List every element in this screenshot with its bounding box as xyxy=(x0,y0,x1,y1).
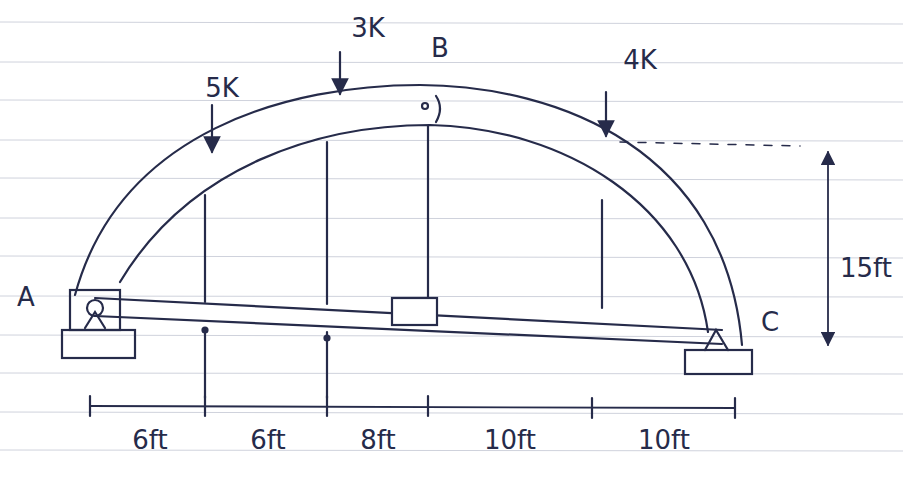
tie-coupler xyxy=(392,298,437,325)
dimension-tick xyxy=(89,396,91,416)
support-base xyxy=(685,350,752,374)
dot xyxy=(325,336,330,341)
ruled-lines xyxy=(0,22,903,451)
dot xyxy=(203,328,208,333)
tie-rod xyxy=(95,298,722,330)
structure xyxy=(62,52,828,418)
dimension-label: 15ft xyxy=(840,255,892,281)
load-label: 3K xyxy=(351,15,385,41)
height-dimension xyxy=(827,152,829,345)
pin-symbol xyxy=(85,312,105,328)
ruled-line xyxy=(0,218,903,219)
ruled-line xyxy=(0,373,903,374)
ruled-line xyxy=(0,296,903,297)
dimension-label: 6ft xyxy=(250,427,285,453)
support-block xyxy=(70,290,120,330)
support-label: C xyxy=(761,309,779,335)
load-arrow xyxy=(211,105,213,152)
dimension-line xyxy=(90,406,735,408)
hanger xyxy=(326,142,328,304)
hanger xyxy=(601,200,603,308)
dimension-tick xyxy=(427,396,429,416)
dimension-label: 6ft xyxy=(132,427,167,453)
arch-inner-edge xyxy=(120,125,708,332)
ruled-line xyxy=(0,178,903,180)
load-arrow xyxy=(339,52,341,94)
dimension-label: 10ft xyxy=(484,427,536,453)
support-label: A xyxy=(17,284,35,310)
extension-line xyxy=(204,330,206,398)
load-label: 5K xyxy=(205,75,239,101)
hinge-pin xyxy=(422,103,428,109)
ruled-line xyxy=(0,22,903,24)
hanger xyxy=(204,195,206,302)
hinge-label: B xyxy=(431,35,449,61)
dimension-tick xyxy=(591,398,593,418)
arch-outer-edge xyxy=(75,85,742,345)
support-base xyxy=(62,330,135,358)
dimension-label: 10ft xyxy=(638,427,690,453)
load-arrow xyxy=(605,92,607,136)
load-label: 4K xyxy=(623,47,657,73)
pin-support xyxy=(705,330,728,350)
ruled-line xyxy=(0,140,903,141)
dimension-tick xyxy=(734,398,736,418)
dimension-tick xyxy=(326,396,328,416)
hinge-mark xyxy=(436,96,440,122)
ruled-line xyxy=(0,412,903,414)
hanger xyxy=(427,126,429,298)
dimension-label: 8ft xyxy=(360,427,395,453)
ruled-line xyxy=(0,100,903,102)
extension-line xyxy=(326,332,328,398)
dimension-tick xyxy=(204,396,206,416)
ruled-line xyxy=(0,62,903,63)
reference-line xyxy=(620,142,800,146)
